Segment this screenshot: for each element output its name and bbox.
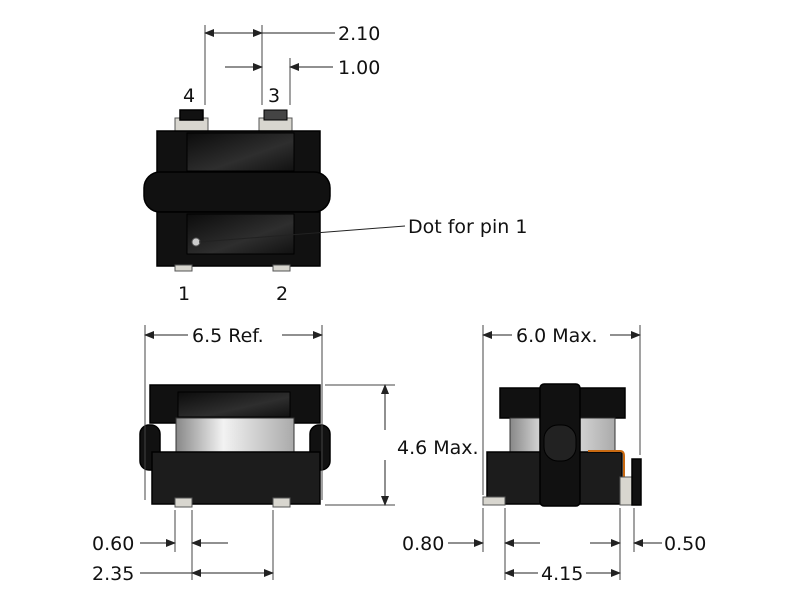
dim-side-pad-spacing: 4.15 (541, 563, 583, 585)
dim-pin-pitch: 2.10 (338, 23, 380, 45)
dim-front-width: 6.5 Ref. (192, 325, 264, 347)
front-base (151, 451, 321, 505)
dot-note: Dot for pin 1 (408, 216, 527, 238)
lower-window (186, 213, 295, 255)
pin-4-label: 4 (183, 85, 195, 107)
pin-4-cap (179, 109, 204, 121)
upper-window (186, 132, 295, 172)
pin-1-pad (174, 264, 193, 272)
dim-side-width: 6.0 Max. (516, 325, 598, 347)
dot-leader (198, 225, 406, 243)
side-view: 6.0 Max. 0.80 0.50 4.15 (402, 324, 706, 585)
dim-pad-width: 0.60 (92, 533, 134, 555)
pin-1-dot (191, 237, 201, 247)
pin-2-label: 2 (276, 283, 288, 305)
pin-3-label: 3 (268, 85, 280, 107)
top-view: 4 3 1 2 2.10 1.00 Dot for pin 1 (143, 23, 527, 305)
front-view: 6.5 Ref. 4.6 Max. 0.60 2.35 (92, 324, 479, 585)
dim-pad-spacing: 2.35 (92, 563, 134, 585)
dim-pin-width: 1.00 (338, 57, 380, 79)
wire-lead (588, 450, 625, 478)
pin-3-cap (263, 109, 288, 121)
dim-left-pad: 0.80 (402, 533, 444, 555)
dim-front-height: 4.6 Max. (397, 437, 479, 459)
winding-band (143, 171, 331, 213)
pin-1-label: 1 (178, 283, 190, 305)
dim-right-pad: 0.50 (664, 533, 706, 555)
front-core (175, 417, 295, 455)
pin-2-pad (272, 264, 291, 272)
